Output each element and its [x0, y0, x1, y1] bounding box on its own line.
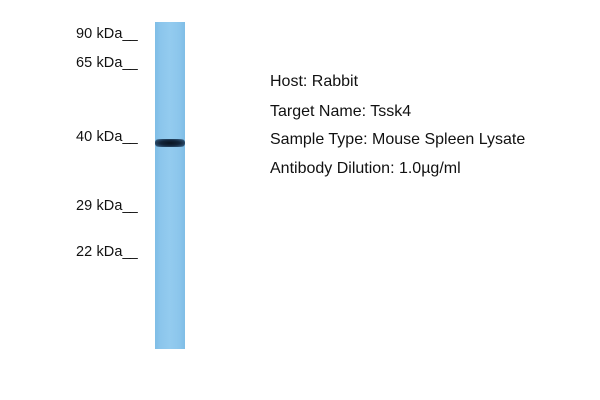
marker-label: 90 kDa — [76, 26, 123, 42]
marker-22kda: 22 kDa__ — [76, 244, 152, 260]
marker-90kda: 90 kDa__ — [76, 26, 152, 42]
marker-tick: __ — [122, 129, 138, 145]
info-sample-type: Sample Type: Mouse Spleen Lysate — [270, 131, 526, 148]
marker-label: 65 kDa — [76, 55, 123, 71]
marker-65kda: 65 kDa__ — [76, 55, 152, 71]
marker-tick: __ — [122, 198, 138, 214]
info-host: Host: Rabbit — [270, 73, 359, 90]
marker-label: 29 kDa — [76, 198, 123, 214]
blot-lane — [155, 22, 185, 349]
marker-29kda: 29 kDa__ — [76, 198, 152, 214]
protein-band — [155, 139, 185, 147]
marker-40kda: 40 kDa__ — [76, 129, 152, 145]
marker-tick: __ — [122, 55, 138, 71]
marker-tick: __ — [122, 244, 138, 260]
info-antibody-dilution: Antibody Dilution: 1.0µg/ml — [270, 160, 461, 177]
marker-label: 40 kDa — [76, 129, 123, 145]
info-target-name: Target Name: Tssk4 — [270, 103, 412, 120]
marker-label: 22 kDa — [76, 244, 123, 260]
marker-tick: __ — [122, 26, 138, 42]
